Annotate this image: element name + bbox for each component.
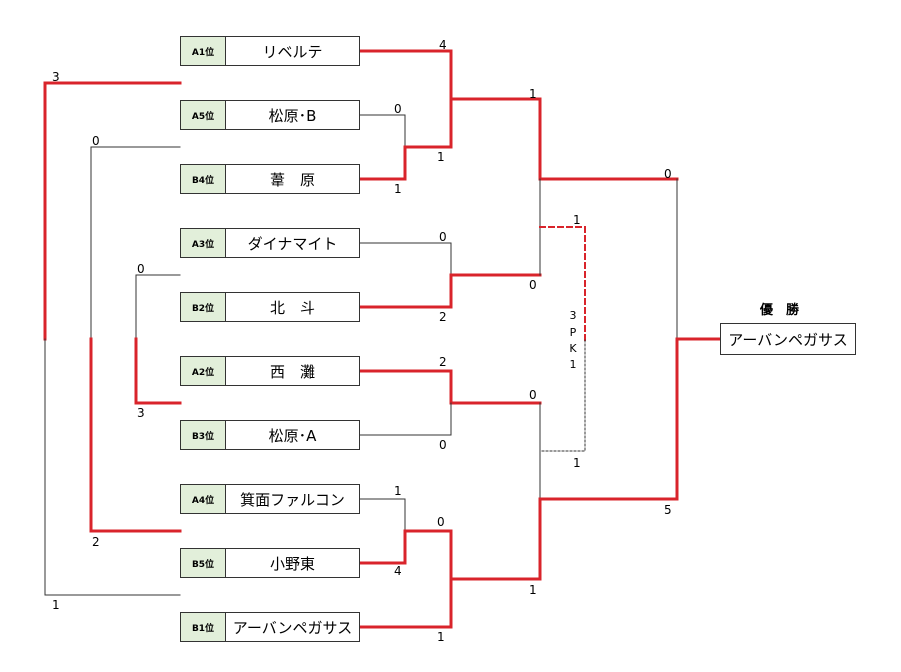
score: 0 (92, 134, 100, 148)
winner-line (89, 337, 182, 533)
score: 0 (137, 262, 145, 276)
team-slot: A3位 ダイナマイト (180, 228, 360, 258)
seed-badge: A5位 (180, 100, 226, 130)
score: 5 (664, 503, 672, 517)
team-slot: A4位 箕面ファルコン (180, 484, 360, 514)
champion-label: 優 勝 (760, 303, 800, 318)
score: 1 (394, 484, 402, 498)
loser-line (90, 146, 181, 340)
seed-badge: B1位 (180, 612, 226, 642)
winner-line (358, 529, 453, 581)
score: 0 (394, 102, 402, 116)
team-name: 小野東 (225, 548, 360, 578)
score: 0 (529, 388, 537, 402)
loser-line (359, 402, 452, 436)
pk-dashed-line (539, 226, 586, 341)
team-name: 西 灘 (225, 356, 360, 386)
score: 1 (437, 150, 445, 164)
winner-line (675, 337, 722, 501)
score: 1 (394, 182, 402, 196)
loser-line (359, 114, 406, 148)
winner-line (358, 369, 542, 405)
team-name: 箕面ファルコン (225, 484, 360, 514)
pk-char: P (569, 326, 577, 339)
team-name: 北 斗 (225, 292, 360, 322)
score: 2 (439, 355, 447, 369)
winner-line (358, 49, 542, 101)
winner-line (43, 81, 182, 341)
seed-badge: B2位 (180, 292, 226, 322)
score: 3 (137, 406, 145, 420)
team-name: 松原･A (225, 420, 360, 450)
score: 1 (529, 583, 537, 597)
winner-line (538, 97, 679, 181)
loser-line (135, 274, 181, 340)
score: 1 (573, 213, 581, 227)
winner-line (358, 577, 542, 629)
seed-badge: B5位 (180, 548, 226, 578)
team-slot: A5位 松原･B (180, 100, 360, 130)
score: 4 (394, 564, 402, 578)
seed-badge: A1位 (180, 36, 226, 66)
score: 0 (437, 515, 445, 529)
loser-line (44, 338, 181, 596)
score: 0 (439, 230, 447, 244)
score: 0 (664, 167, 672, 181)
score: 4 (439, 38, 447, 52)
pk-char: K (569, 342, 577, 355)
team-slot: B3位 松原･A (180, 420, 360, 450)
score: 3 (52, 70, 60, 84)
winner-line (538, 497, 679, 581)
loser-line (359, 242, 452, 276)
winner-line (134, 337, 182, 405)
team-slot: B2位 北 斗 (180, 292, 360, 322)
score: 1 (52, 598, 60, 612)
team-slot: B1位 アーバンペガサス (180, 612, 360, 642)
score: 2 (92, 535, 100, 549)
pk-char: 3 (569, 309, 577, 322)
score: 1 (529, 87, 537, 101)
seed-badge: B3位 (180, 420, 226, 450)
winner-line (358, 97, 453, 181)
team-name: リベルテ (225, 36, 360, 66)
seed-badge: A4位 (180, 484, 226, 514)
score: 1 (573, 456, 581, 470)
score: 0 (529, 278, 537, 292)
seed-badge: B4位 (180, 164, 226, 194)
pk-char: 1 (569, 358, 577, 371)
pk-dotted-line (539, 339, 586, 452)
team-slot: A2位 西 灘 (180, 356, 360, 386)
team-slot: B4位 葦 原 (180, 164, 360, 194)
team-slot: A1位 リベルテ (180, 36, 360, 66)
seed-badge: A3位 (180, 228, 226, 258)
team-name: 葦 原 (225, 164, 360, 194)
score: 2 (439, 310, 447, 324)
team-name: 松原･B (225, 100, 360, 130)
score: 1 (437, 630, 445, 644)
team-slot: B5位 小野東 (180, 548, 360, 578)
loser-line (359, 498, 406, 532)
champion-box: アーバンペガサス (720, 323, 856, 355)
seed-badge: A2位 (180, 356, 226, 386)
team-name: ダイナマイト (225, 228, 360, 258)
team-name: アーバンペガサス (225, 612, 360, 642)
score: 0 (439, 438, 447, 452)
winner-line (358, 273, 542, 309)
